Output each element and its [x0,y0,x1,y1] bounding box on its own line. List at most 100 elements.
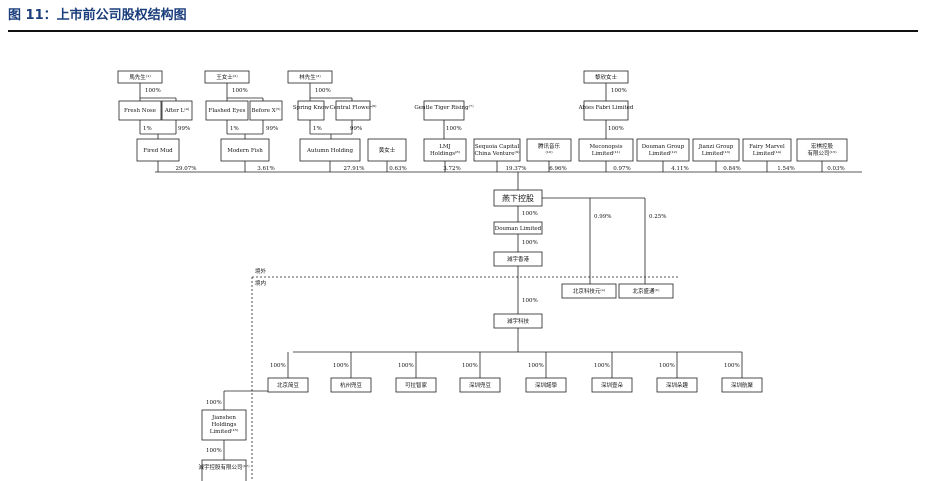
company-hk: 減宇香港 [493,251,543,267]
entity-central-flower: Central Flower⁽⁶⁾ [329,100,377,121]
subsidiary-1-pct: 100% [270,363,286,369]
shareholder-5-label: LMJ [439,144,451,150]
company-douman: Douman Limited [493,221,543,235]
shareholder-12-label: 宏棋控股 [811,142,834,150]
shareholder-9-label: Douman Group [642,144,685,150]
shareholder-3-label: Autumn Holding [306,148,353,154]
svg-text:99%: 99% [266,126,278,132]
person-li: 黎欣女士 [583,70,629,84]
shareholder-1-pct: 29.07% [176,166,197,172]
svg-text:減宇科技: 減宇科技 [507,317,530,325]
person-li-pct: 100% [611,88,627,94]
subsidiary-8-pct: 100% [724,363,740,369]
shareholder-2: Modern Fish [220,138,270,162]
person-lin-label: 林先生⁽³⁾ [299,73,321,81]
svg-text:北京科技元⁽ᵃ⁾: 北京科技元⁽ᵃ⁾ [573,287,606,295]
svg-text:100%: 100% [206,400,222,406]
subsidiary-4-pct: 100% [462,363,478,369]
shareholder-3-pct: 27.91% [344,166,365,172]
shareholder-4-pct: 0.63% [389,166,406,172]
svg-text:0.99%: 0.99% [594,214,611,220]
person-ma: 馬先生⁽¹⁾ [117,70,163,84]
subsidiary-6-label: 深圳壹朵 [601,381,624,389]
entity-abies-fabri: Abies Fabri Limited [578,100,634,121]
svg-text:100%: 100% [522,240,538,246]
shareholder-10-label: Jianzi Group [698,144,734,150]
subsidiary-2: 杭州兜豆 [330,377,372,393]
shareholder-8-label: Limited⁽¹¹⁾ [592,150,621,157]
svg-text:99%: 99% [178,126,190,132]
subsidiary-7: 深圳朵趣 [656,377,698,393]
svg-text:1%: 1% [143,126,152,132]
subsidiary-3-pct: 100% [398,363,414,369]
onshore-label: 境内 [255,279,266,287]
svg-text:1%: 1% [313,126,322,132]
shareholder-11-pct: 1.54% [777,166,794,172]
shareholder-5-pct: 3.72% [443,166,460,172]
subsidiary-3-label: 可拉智家 [405,381,428,389]
entity-fresh-nose: Fresh Nose [118,100,162,121]
figure-title: 图 11：上市前公司股权结构图 [8,8,187,23]
svg-text:1%: 1% [230,126,239,132]
shareholder-12-label: 有限公司⁽¹⁵⁾ [807,149,837,157]
shareholder-7-label: 腾讯音乐 [538,142,561,150]
entity-before-x: Before X⁽⁵⁾ [249,100,283,121]
svg-text:減宇香港: 減宇香港 [507,255,530,263]
person-lin-pct: 100% [315,88,331,94]
subsidiary-8-label: 深圳航聚 [731,381,754,389]
svg-text:北京盛通⁽ᵇ⁾: 北京盛通⁽ᵇ⁾ [633,287,661,295]
svg-text:Abies Fabri Limited: Abies Fabri Limited [578,105,634,111]
svg-text:燕下控股: 燕下控股 [502,193,534,203]
shareholder-11-label: Limited⁽¹⁴⁾ [753,150,782,157]
svg-text:Flashed Eyes: Flashed Eyes [209,108,246,114]
shareholder-6-pct: 19.37% [506,166,527,172]
shareholder-2-label: Modern Fish [227,148,263,154]
shareholder-10-label: Limited⁽¹³⁾ [702,150,731,157]
shareholder-5-label: Holdings⁽⁸⁾ [430,150,461,157]
jianshen-l1: Jianshen [211,415,236,421]
person-li-label: 黎欣女士 [595,73,618,81]
svg-text:100%: 100% [206,448,222,454]
shareholder-12-pct: 0.03% [827,166,844,172]
entity-beijing-b: 北京盛通⁽ᵇ⁾ [618,283,674,299]
shareholder-7-pct: 6.96% [549,166,566,172]
shareholder-10-pct: 0.84% [723,166,740,172]
jianshen-l2: Holdings [211,422,236,428]
offshore-label: 境外 [255,267,267,275]
person-ma-pct: 100% [145,88,161,94]
subsidiary-4: 深圳兜豆 [459,377,501,393]
person-wang-pct: 100% [232,88,248,94]
shareholder-4: 黄女士 [367,138,407,162]
shareholder-7-label: ⁽¹⁰⁾ [545,150,553,157]
subsidiary-7-pct: 100% [659,363,675,369]
person-lin: 林先生⁽³⁾ [287,70,333,84]
subsidiary-1: 北京简豆 [267,377,309,393]
company-holding: 燕下控股 [493,189,543,207]
subsidiary-5: 深圳諾學 [525,377,567,393]
company-tech: 減宇科技 [493,313,543,329]
shareholder-1-label: Fired Mud [143,148,173,154]
subsidiary-4-label: 深圳兜豆 [469,381,492,389]
entity-gentle-tiger: Gentle Tiger Rising⁽⁷⁾ [414,100,474,121]
svg-text:100%: 100% [522,211,538,217]
shareholder-8-label: Meconopsis [589,144,622,150]
subsidiary-7-label: 深圳朵趣 [666,381,689,389]
shareholder-3: Autumn Holding [299,138,361,162]
entity-beijing-a: 北京科技元⁽ᵃ⁾ [561,283,617,299]
svg-text:Central Flower⁽⁶⁾: Central Flower⁽⁶⁾ [329,104,377,111]
person-wang: 王女士⁽²⁾ [204,70,250,84]
person-wang-label: 王女士⁽²⁾ [216,73,238,81]
svg-text:After L⁽⁴⁾: After L⁽⁴⁾ [164,107,190,114]
shareholder-6-label: China Venture⁽⁹⁾ [475,150,521,157]
subsidiary-6: 深圳壹朵 [591,377,633,393]
header-rule [8,30,918,32]
